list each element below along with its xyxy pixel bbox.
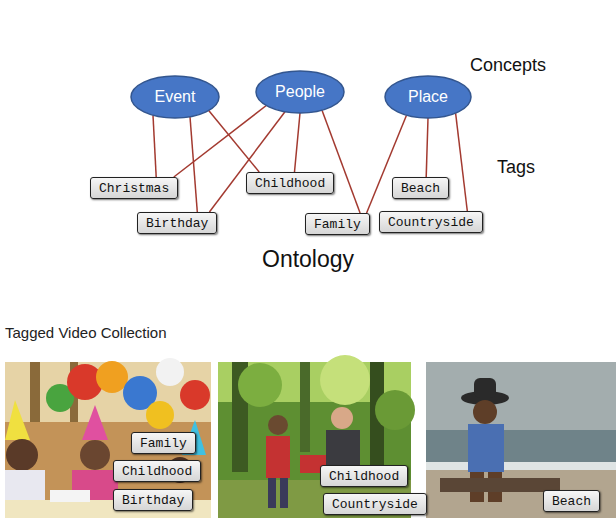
cloud-title: Ontology: [262, 246, 354, 273]
tag-label: Birthday: [146, 216, 208, 231]
concept-label: People: [275, 83, 325, 101]
tag-label: Countryside: [388, 215, 474, 230]
cloud-outline-path: [44, 8, 607, 294]
ellipse-fill: [131, 76, 219, 118]
tag-label: Family: [314, 217, 361, 232]
connector-line: [153, 115, 156, 177]
tag-box: Birthday: [137, 212, 217, 234]
tag-box: Beach: [543, 490, 600, 512]
tag-label: Birthday: [122, 493, 184, 508]
tag-box: Countryside: [379, 211, 483, 233]
tag-box: Family: [131, 432, 196, 454]
tag-label: Beach: [552, 494, 591, 509]
connector-line: [426, 118, 428, 177]
tag-box: Countryside: [323, 493, 427, 515]
layer-label: Concepts: [470, 55, 546, 76]
concept-label: Place: [408, 88, 448, 106]
connector-line: [209, 112, 285, 212]
concept-ellipse: Event: [130, 75, 220, 119]
concept-label: Event: [155, 88, 196, 106]
tag-box: Beach: [392, 177, 449, 199]
connector-line: [209, 111, 260, 173]
tag-label: Childhood: [255, 176, 325, 191]
section-heading: Tagged Video Collection: [5, 324, 167, 341]
tag-box: Christmas: [90, 177, 178, 199]
ellipse-fill: [385, 76, 471, 118]
concept-ellipse: Place: [384, 75, 472, 119]
tag-label: Beach: [401, 181, 440, 196]
tag-box: Birthday: [113, 489, 193, 511]
tag-label: Childhood: [329, 469, 399, 484]
tag-box: Family: [305, 213, 370, 235]
tag-label: Family: [140, 436, 187, 451]
tag-label: Countryside: [332, 497, 418, 512]
tag-box: Childhood: [113, 460, 201, 482]
tag-label: Childhood: [122, 464, 192, 479]
concept-ellipse: People: [255, 70, 345, 114]
beach-photo: [426, 362, 616, 518]
connector-line: [322, 110, 360, 213]
ellipse-fill: [256, 71, 344, 113]
tag-label: Christmas: [99, 181, 169, 196]
ontology-cloud: ConceptsTagsOntology Event People PlaceChri…: [40, 0, 616, 292]
party-photo: [5, 358, 211, 518]
connector-line: [456, 113, 468, 211]
layer-label: Tags: [497, 157, 535, 178]
tag-box: Childhood: [320, 465, 408, 487]
tag-box: Childhood: [246, 172, 334, 194]
connector-line: [295, 113, 301, 172]
